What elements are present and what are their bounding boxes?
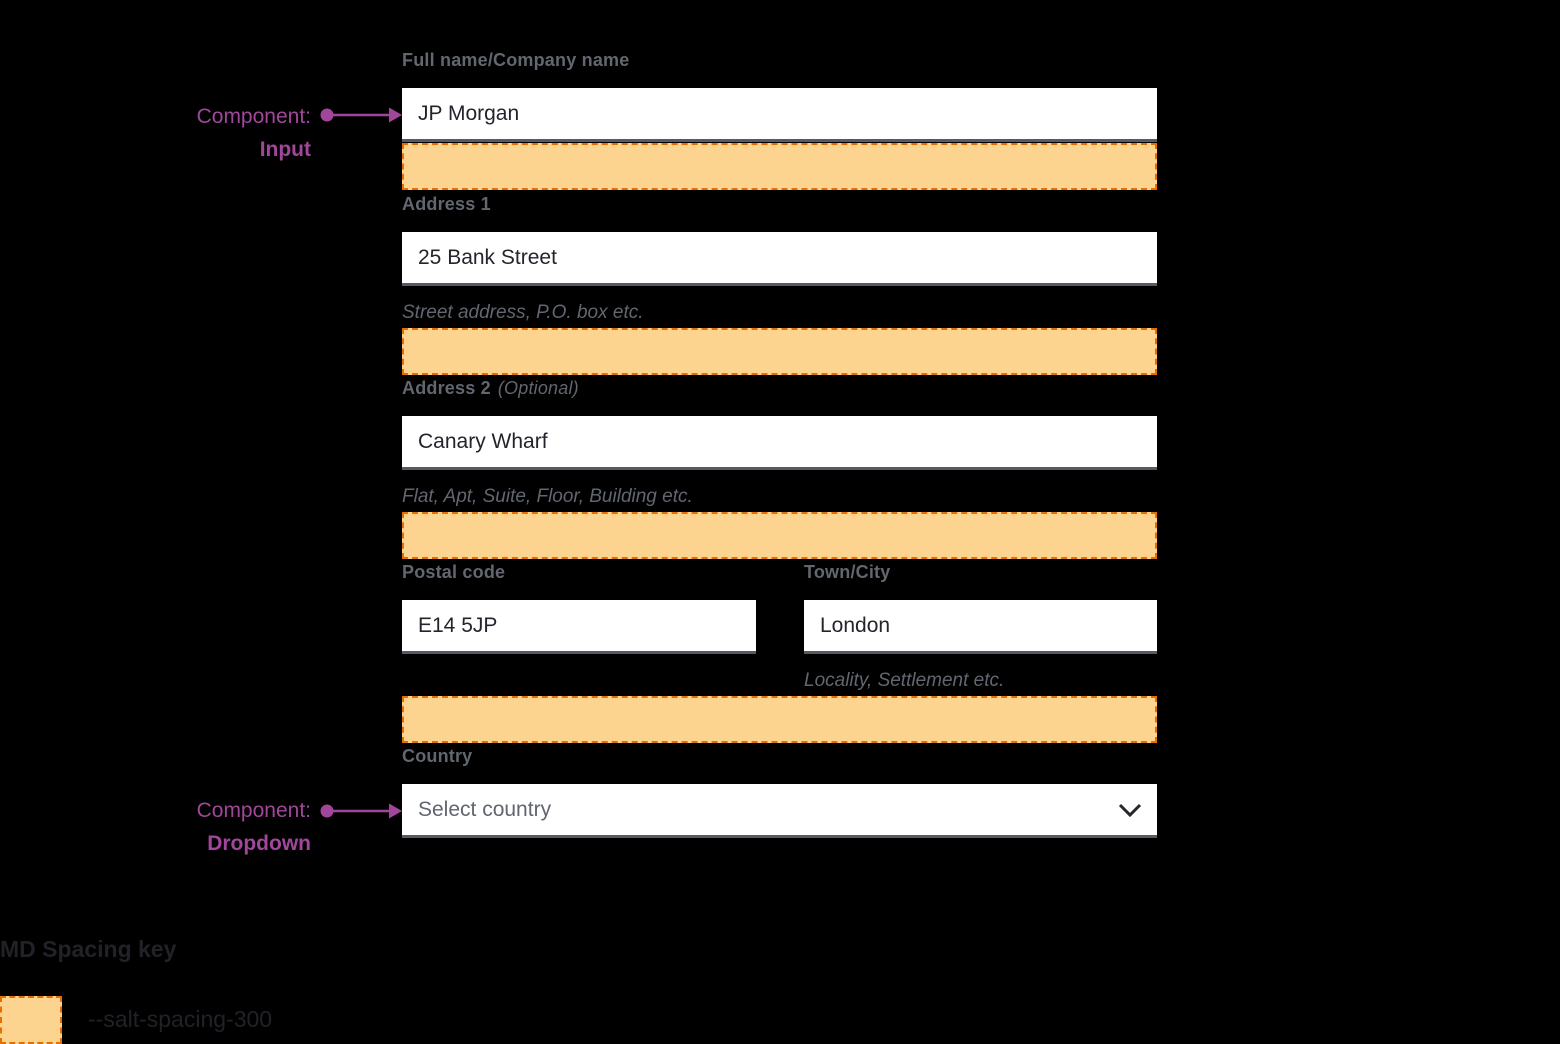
field-label-postal-code: Postal code <box>402 562 506 582</box>
address2-helper-text: Flat, Apt, Suite, Floor, Building etc. <box>402 486 693 507</box>
optional-suffix: (Optional) <box>497 378 579 398</box>
country-dropdown-placeholder: Select country <box>418 797 552 821</box>
annotation-prefix: Component: <box>196 799 311 822</box>
town-city-input[interactable] <box>804 600 1157 654</box>
address1-helper-text: Street address, P.O. box etc. <box>402 302 644 323</box>
annotation-prefix: Component: <box>196 105 311 128</box>
spacing-block-300 <box>402 143 1157 190</box>
spacing-block-300 <box>402 512 1157 559</box>
spacing-key-swatch <box>0 996 62 1044</box>
full-name-input[interactable] <box>402 88 1157 142</box>
annotation-component-name: Dropdown <box>207 832 311 855</box>
annotation-arrow-icon <box>320 803 402 819</box>
postal-code-input[interactable] <box>402 600 756 654</box>
spacing-key-title: MD Spacing key <box>0 936 177 962</box>
annotation-component-dropdown: Component: Dropdown <box>0 794 311 860</box>
address1-input[interactable] <box>402 232 1157 286</box>
field-label-town-city: Town/City <box>804 562 891 582</box>
town-city-helper-text: Locality, Settlement etc. <box>804 670 1005 691</box>
address2-input[interactable] <box>402 416 1157 470</box>
annotation-component-input: Component: Input <box>0 100 311 166</box>
country-dropdown[interactable]: Select country <box>402 784 1157 838</box>
field-label-country: Country <box>402 746 473 766</box>
field-label-address1: Address 1 <box>402 194 491 214</box>
spacing-block-300 <box>402 328 1157 375</box>
field-label-address2: Address 2(Optional) <box>402 378 579 398</box>
annotation-component-name: Input <box>259 138 311 161</box>
chevron-down-icon <box>1118 803 1142 817</box>
spacing-key-token: --salt-spacing-300 <box>88 1006 273 1032</box>
field-label-full-name: Full name/Company name <box>402 50 630 70</box>
annotation-arrow-icon <box>320 107 402 123</box>
spacing-block-300 <box>402 696 1157 743</box>
